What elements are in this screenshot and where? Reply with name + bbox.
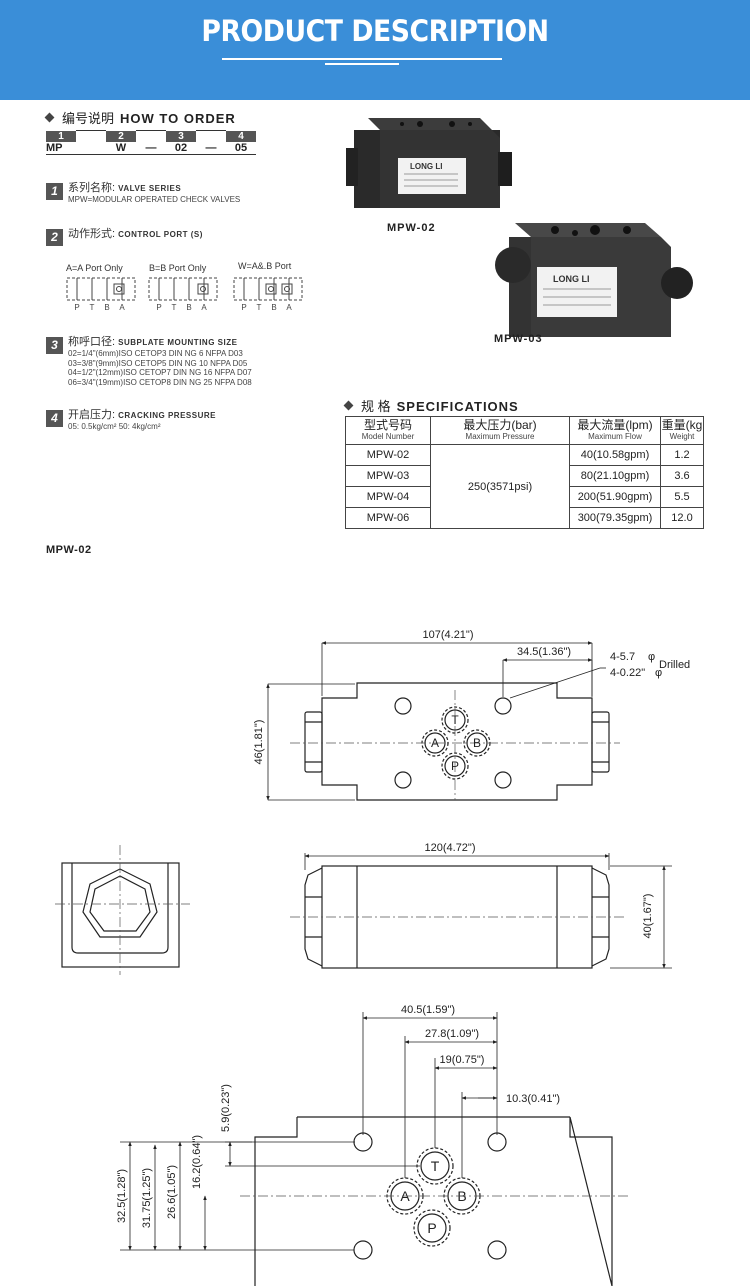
svg-text:P: P <box>451 759 459 773</box>
svg-text:27.8(1.09"): 27.8(1.09") <box>425 1028 479 1040</box>
mpw-03-photo: LONG LI <box>495 223 693 337</box>
item-number-badge: 1 <box>46 183 63 200</box>
banner-underline <box>222 58 502 60</box>
svg-text:4-0.22": 4-0.22" <box>610 667 645 679</box>
svg-text:120(4.72"): 120(4.72") <box>425 842 476 854</box>
item-number-badge: 4 <box>46 410 63 427</box>
svg-text:P: P <box>427 1220 436 1236</box>
svg-text:B: B <box>104 303 109 312</box>
svg-text:10.3(0.41"): 10.3(0.41") <box>506 1093 560 1105</box>
banner-title: PRODUCT DESCRIPTION <box>201 14 549 48</box>
svg-text:T: T <box>451 713 459 727</box>
item-number-badge: 3 <box>46 337 63 354</box>
svg-text:40(1.67"): 40(1.67") <box>642 894 654 939</box>
svg-text:B: B <box>271 303 276 312</box>
svg-text:φ: φ <box>655 667 662 679</box>
svg-text:A: A <box>431 736 439 750</box>
technical-drawing: T A B P 107(4.21") 34.5(1.36") 4-5.7 φ 4… <box>55 629 690 1286</box>
order-code-port: W <box>106 142 136 155</box>
svg-text:31.75(1.25"): 31.75(1.25") <box>141 1168 153 1228</box>
svg-text:34.5(1.36"): 34.5(1.36") <box>517 646 571 658</box>
svg-text:4-5.7: 4-5.7 <box>610 651 635 663</box>
symbol-label-w: W=A&.B Port <box>238 261 292 271</box>
svg-text:T: T <box>90 303 95 312</box>
diamond-bullet-icon <box>343 400 354 411</box>
svg-text:Drilled: Drilled <box>659 659 690 671</box>
symbol-label-a: A=A Port Only <box>66 263 123 273</box>
svg-text:40.5(1.59"): 40.5(1.59") <box>401 1004 455 1016</box>
svg-text:32.5(1.28"): 32.5(1.28") <box>116 1169 128 1223</box>
svg-text:26.6(1.05"): 26.6(1.05") <box>166 1165 178 1219</box>
svg-text:P: P <box>156 303 161 312</box>
svg-text:P: P <box>241 303 246 312</box>
order-code-dash: — <box>136 142 166 155</box>
svg-text:46(1.81"): 46(1.81") <box>253 720 265 765</box>
control-port-symbols: P T B A P T B A P T B A <box>66 277 303 312</box>
svg-text:107(4.21"): 107(4.21") <box>423 629 474 641</box>
header-banner: PRODUCT DESCRIPTION <box>0 0 750 100</box>
order-position-4: 4 <box>226 130 256 142</box>
photo-caption-mpw-03: MPW-03 <box>494 333 543 345</box>
svg-text:φ: φ <box>648 651 655 663</box>
order-code-table: 1 2 3 4 MP W — 02 — 05 <box>46 130 256 155</box>
svg-text:P: P <box>74 303 79 312</box>
end-view <box>61 862 180 968</box>
mpw-02-photo: LONG LI <box>346 118 512 208</box>
svg-text:A: A <box>119 303 125 312</box>
svg-text:A: A <box>201 303 207 312</box>
max-pressure-cell: 250(3571psi) <box>430 444 570 529</box>
symbol-label-b: B=B Port Only <box>149 263 207 273</box>
photo-caption-mpw-02: MPW-02 <box>387 222 436 234</box>
svg-text:B: B <box>186 303 191 312</box>
order-code-size: 02 <box>166 142 196 155</box>
svg-text:A: A <box>286 303 292 312</box>
drawing-model-label: MPW-02 <box>46 544 92 556</box>
table-row: MPW-06 300(79.35gpm) 12.0 <box>345 507 704 529</box>
item-number-badge: 2 <box>46 229 63 246</box>
order-code-series: MP <box>46 142 76 155</box>
svg-text:19(0.75"): 19(0.75") <box>440 1054 485 1066</box>
brand-label: LONG LI <box>410 162 442 171</box>
banner-underline-short <box>325 63 399 65</box>
svg-text:B: B <box>473 736 481 750</box>
table-row: MPW-02 250(3571psi) 40(10.58gpm) 1.2 <box>345 444 704 529</box>
diamond-bullet-icon <box>44 112 55 123</box>
svg-text:16.2(0.64"): 16.2(0.64") <box>191 1135 203 1189</box>
order-position-1: 1 <box>46 130 76 142</box>
svg-text:T: T <box>172 303 177 312</box>
svg-text:T: T <box>257 303 262 312</box>
svg-text:5.9(0.23"): 5.9(0.23") <box>220 1084 232 1132</box>
order-position-3: 3 <box>166 130 196 142</box>
order-code-dash: — <box>196 142 226 155</box>
order-position-2: 2 <box>106 130 136 142</box>
svg-text:T: T <box>431 1158 440 1174</box>
top-view <box>304 682 610 801</box>
order-code-pressure: 05 <box>226 142 256 155</box>
brand-label: LONG LI <box>553 274 590 284</box>
